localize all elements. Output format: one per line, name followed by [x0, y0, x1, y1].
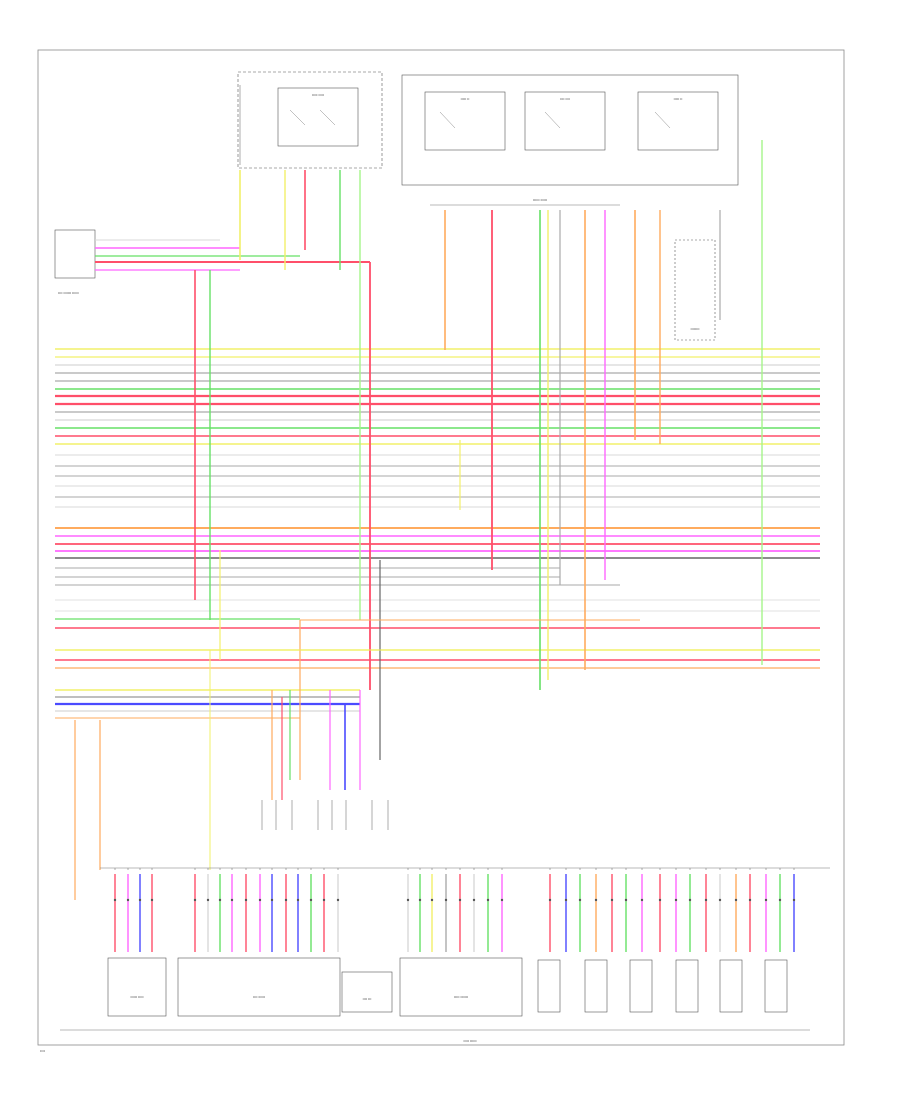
stub-node-18 [430, 898, 434, 902]
left-connector-box [54, 229, 96, 279]
page-id: •••• [40, 1049, 46, 1053]
bottom-stubs [113, 800, 796, 952]
stub-node-1 [126, 898, 130, 902]
stub-node-15 [336, 898, 340, 902]
left-connector-group: •••• ••••••• •••••• [54, 229, 96, 295]
stub-node-33 [688, 898, 692, 902]
stub-node-6 [218, 898, 222, 902]
right-module-group: •••••••• [674, 239, 716, 341]
stub-node-25 [564, 898, 568, 902]
stub-node-20 [458, 898, 462, 902]
stub-node-35 [718, 898, 722, 902]
stub-node-13 [309, 898, 313, 902]
stub-node-9 [258, 898, 262, 902]
horizontal-wire-bus [55, 239, 820, 719]
bottom-module-2-label: •••• •••••• [253, 995, 265, 999]
bottom-module-4-box [399, 957, 523, 1017]
switch-left-box [277, 87, 359, 147]
stub-node-2 [138, 898, 142, 902]
switch-right-group: ••••• •• •••• •••• ••••• •• •••••• •••••… [401, 74, 739, 206]
right-module-box [674, 239, 716, 341]
bottom-module-1-box [107, 957, 167, 1017]
stub-node-30 [640, 898, 644, 902]
stub-node-4 [193, 898, 197, 902]
stub-node-8 [244, 898, 248, 902]
bottom-module-4-label: ••••• ••••••• [454, 995, 468, 999]
bottom-module-2-box [177, 957, 341, 1017]
stub-node-27 [594, 898, 598, 902]
stub-node-28 [610, 898, 614, 902]
stub-node-19 [444, 898, 448, 902]
stub-node-11 [284, 898, 288, 902]
stub-node-23 [500, 898, 504, 902]
stub-node-40 [792, 898, 796, 902]
switch-mid-3-box [637, 91, 719, 151]
stub-node-12 [296, 898, 300, 902]
stub-node-37 [748, 898, 752, 902]
stub-node-14 [322, 898, 326, 902]
bottom-module-1-label: •••••• ••••• [130, 995, 143, 999]
switch-mid-2-box [524, 91, 606, 151]
stub-node-7 [230, 898, 234, 902]
switch-mid-2-label: •••• •••• [560, 97, 570, 101]
stub-node-34 [704, 898, 708, 902]
bottom-section: •••••• ••••• •••• •••••• •••• ••• ••••• … [60, 867, 830, 1043]
stub-node-17 [418, 898, 422, 902]
stub-node-38 [764, 898, 768, 902]
stub-node-26 [578, 898, 582, 902]
stub-node-36 [734, 898, 738, 902]
vertical-wires [74, 140, 763, 900]
switch-left-group: ••••• ••••• [237, 71, 383, 169]
switch-mid-1-label: ••••• •• [461, 97, 470, 101]
stub-node-10 [270, 898, 274, 902]
stub-node-5 [206, 898, 210, 902]
stub-node-32 [674, 898, 678, 902]
stub-node-3 [150, 898, 154, 902]
stub-node-21 [472, 898, 476, 902]
right-module-label: •••••••• [691, 327, 700, 331]
stub-node-31 [658, 898, 662, 902]
stub-node-24 [548, 898, 552, 902]
left-connector-label: •••• ••••••• •••••• [58, 291, 79, 295]
bottom-module-3-label: •••• ••• [363, 997, 372, 1001]
diagram-frame [37, 49, 845, 1046]
bottom-bus-label: ••••• •••••• [463, 1039, 476, 1043]
stub-node-22 [486, 898, 490, 902]
switch-mid-1-box [424, 91, 506, 151]
junction-top-label: •••••• •••••• [533, 198, 547, 202]
stub-node-29 [624, 898, 628, 902]
stub-node-0 [113, 898, 117, 902]
switch-mid-3-label: ••••• •• [674, 97, 683, 101]
switch-left-label: ••••• ••••• [312, 93, 324, 97]
bottom-module-3-box [341, 971, 393, 1013]
stub-node-16 [406, 898, 410, 902]
stub-node-39 [778, 898, 782, 902]
